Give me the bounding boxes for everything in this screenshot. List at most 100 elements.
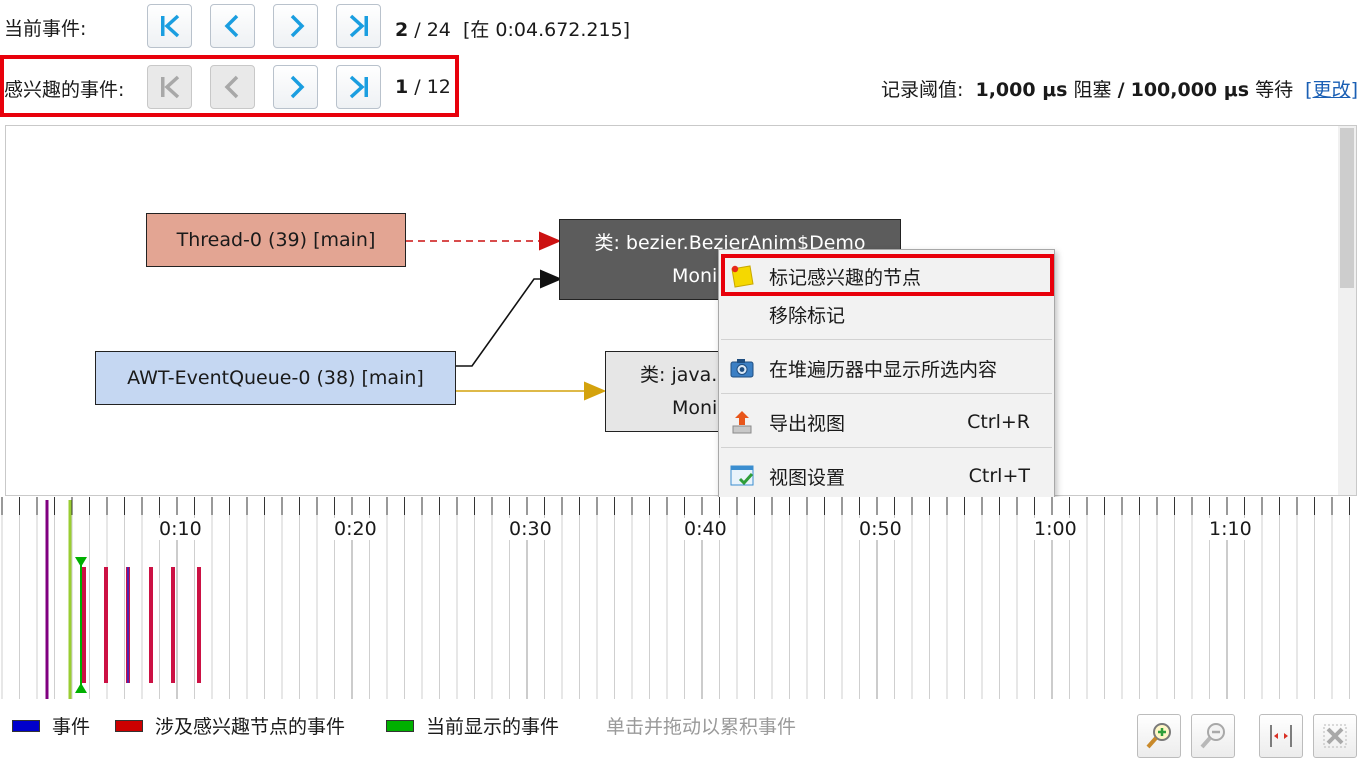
- interesting-event-total: 12: [426, 76, 451, 98]
- graph-scrollbar[interactable]: [1338, 126, 1356, 495]
- threshold-label: 记录阈值:: [881, 79, 964, 101]
- legend-current: 当前显示的事件: [386, 712, 559, 739]
- threshold-change-link[interactable]: [更改]: [1305, 79, 1358, 101]
- current-event-index: 2: [395, 19, 409, 41]
- first-icon: [160, 75, 179, 99]
- graph-scrollbar-thumb[interactable]: [1340, 128, 1354, 288]
- reset-zoom-button[interactable]: [1313, 714, 1357, 758]
- first-icon: [160, 14, 179, 38]
- menu-item-label: 导出视图: [769, 412, 846, 435]
- legend-hint-label: 单击并拖动以累积事件: [606, 716, 797, 738]
- timeline-current-bottom-marker: [75, 683, 87, 693]
- menu-item-label: 移除标记: [769, 304, 846, 327]
- node-awt-eventqueue[interactable]: AWT-EventQueue-0 (38) [main]: [95, 351, 456, 405]
- threshold-sep: /: [1117, 79, 1125, 101]
- zoom-out-button[interactable]: [1191, 714, 1235, 758]
- threshold-bar: 记录阈值: 1,000 μs 阻塞 / 100,000 μs 等待 [更改]: [881, 75, 1358, 102]
- zoom-in-icon: [1146, 723, 1171, 749]
- current-event-total: 24: [426, 19, 451, 41]
- node-class1-line1: 类: bezier.BezierAnim$Demo: [594, 231, 866, 254]
- legend-swatch-interesting: [115, 719, 143, 732]
- interesting-event-highlight: [0, 55, 459, 117]
- menu-item-label: 视图设置: [769, 466, 846, 489]
- edge-awt-to-class1: [456, 269, 563, 367]
- fit-width-icon: [1270, 725, 1292, 747]
- event-timeline[interactable]: 0:10 0:20 0:30 0:40 0:50 1:00 1:10: [0, 497, 1360, 699]
- legend-interesting-label: 涉及感兴趣节点的事件: [155, 716, 346, 738]
- threshold-block-label: 阻塞: [1073, 79, 1112, 101]
- timeline-tick-label: 1:10: [1207, 518, 1254, 540]
- camera-icon: [730, 359, 754, 378]
- legend-swatch-current: [386, 719, 414, 732]
- menu-item-highlight: [721, 254, 1054, 296]
- node-thread0[interactable]: Thread-0 (39) [main]: [146, 213, 406, 267]
- legend-events-label: 事件: [52, 716, 91, 738]
- current-next-button[interactable]: [273, 4, 318, 48]
- threshold-block-value: 1,000 μs: [975, 79, 1068, 101]
- menu-item-label: 标记感兴趣的节点: [769, 266, 922, 289]
- menu-item-label: 在堆遍历器中显示所选内容: [769, 358, 998, 381]
- menu-item-remove-mark[interactable]: 移除标记: [719, 294, 1054, 334]
- last-icon: [349, 14, 368, 38]
- export-icon: [732, 411, 752, 434]
- prev-icon: [224, 75, 238, 99]
- context-menu: 标记感兴趣的节点 移除标记 在堆遍历器中显示所选内容 导出视图 Ctrl+R 视…: [718, 249, 1055, 500]
- legend-events: 事件: [12, 712, 90, 739]
- current-first-button[interactable]: [147, 4, 192, 48]
- timeline-tick-label: 0:40: [682, 518, 729, 540]
- current-event-sep: /: [408, 19, 427, 41]
- menu-separator: [721, 393, 1052, 394]
- current-event-label: 当前事件:: [4, 18, 87, 40]
- interesting-prev-button[interactable]: [210, 65, 255, 109]
- thread-graph[interactable]: Thread-0 (39) [main] AWT-EventQueue-0 (3…: [5, 125, 1357, 496]
- node-awt-label: AWT-EventQueue-0 (38) [main]: [127, 366, 424, 389]
- node-class2-line2: Moni: [672, 396, 718, 419]
- last-icon: [349, 75, 368, 99]
- current-event-time: [在 0:04.672.215]: [462, 19, 631, 41]
- menu-separator: [721, 339, 1052, 340]
- graph-edges: [406, 231, 607, 401]
- legend-hint: 单击并拖动以累积事件: [606, 712, 796, 739]
- next-icon: [290, 75, 304, 99]
- sticky-note-icon: [731, 265, 754, 288]
- interesting-event-label: 感兴趣的事件:: [4, 79, 125, 101]
- timeline-tick-label: 0:30: [507, 518, 554, 540]
- interesting-event-sep: /: [408, 76, 427, 98]
- current-last-button[interactable]: [336, 4, 381, 48]
- legend-interesting: 涉及感兴趣节点的事件: [115, 712, 345, 739]
- node-thread0-label: Thread-0 (39) [main]: [176, 228, 376, 251]
- legend-current-label: 当前显示的事件: [426, 716, 560, 738]
- current-event-counter: 2 / 24 [在 0:04.672.215]: [395, 15, 630, 42]
- interesting-next-button[interactable]: [273, 65, 318, 109]
- timeline-tick-label: 0:20: [332, 518, 379, 540]
- menu-item-shortcut: Ctrl+R: [967, 411, 1030, 433]
- prev-icon: [224, 14, 238, 38]
- interesting-first-button[interactable]: [147, 65, 192, 109]
- zoom-out-icon: [1200, 723, 1225, 749]
- menu-item-mark-interesting[interactable]: 标记感兴趣的节点: [719, 256, 1054, 296]
- interesting-last-button[interactable]: [336, 65, 381, 109]
- legend-swatch-events: [12, 719, 40, 732]
- timeline-canvas: [1, 497, 1350, 699]
- threshold-wait-label: 等待: [1255, 79, 1294, 101]
- timeline-tick-label: 0:10: [157, 518, 204, 540]
- timeline-tick-label: 1:00: [1032, 518, 1079, 540]
- menu-item-export-view[interactable]: 导出视图 Ctrl+R: [719, 402, 1054, 442]
- interesting-event-counter: 1 / 12: [395, 76, 451, 98]
- fit-width-button[interactable]: [1259, 714, 1303, 758]
- menu-separator: [721, 447, 1052, 448]
- threshold-wait-value: 100,000 μs: [1130, 79, 1250, 101]
- zoom-in-button[interactable]: [1137, 714, 1181, 758]
- view-settings-icon: [730, 465, 754, 486]
- next-icon: [290, 14, 304, 38]
- timeline-current-top-marker: [75, 557, 87, 567]
- menu-item-shortcut: Ctrl+T: [968, 465, 1030, 487]
- interesting-event-index: 1: [395, 76, 409, 98]
- current-prev-button[interactable]: [210, 4, 255, 48]
- menu-item-view-settings[interactable]: 视图设置 Ctrl+T: [719, 456, 1054, 496]
- timeline-tick-label: 0:50: [857, 518, 904, 540]
- menu-item-show-in-heap-walker[interactable]: 在堆遍历器中显示所选内容: [719, 348, 1054, 388]
- close-icon: [1323, 724, 1347, 748]
- node-class1-line2: Moni: [672, 264, 718, 287]
- node-class2-line1: 类: java.: [640, 363, 718, 386]
